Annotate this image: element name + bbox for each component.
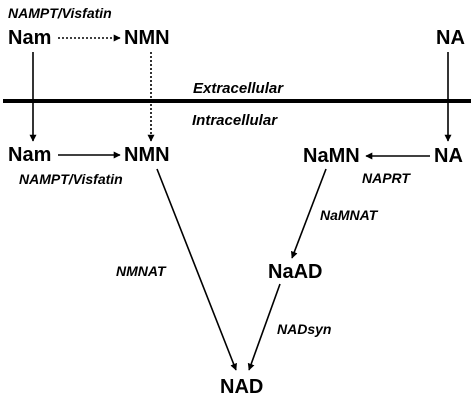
naad: NaAD <box>268 261 323 283</box>
nadsyn-label: NADsyn <box>277 321 332 337</box>
nampt-visfatin-extracellular-label: NAMPT/Visfatin <box>8 5 112 21</box>
arrow-nmn-to-nad <box>156 168 237 371</box>
arrow-naad-to-nad <box>247 283 281 371</box>
namnat-label: NaMNAT <box>320 207 378 223</box>
nampt-visfatin-intracellular-label: NAMPT/Visfatin <box>19 171 123 187</box>
extracellular-label: Extracellular <box>193 80 284 97</box>
na-extracellular: NA <box>436 27 465 49</box>
nam-intracellular: Nam <box>8 144 52 166</box>
na-intracellular: NA <box>434 145 463 167</box>
nam-extracellular: Nam <box>8 27 52 49</box>
nmn-extracellular: NMN <box>124 27 170 49</box>
arrow-namn-to-naad <box>290 168 327 259</box>
intracellular-label: Intracellular <box>192 112 278 129</box>
nmn-intracellular: NMN <box>124 144 170 166</box>
naprt-label: NAPRT <box>362 170 410 186</box>
namn: NaMN <box>303 145 360 167</box>
nad: NAD <box>220 376 264 398</box>
nmnat-label: NMNAT <box>116 263 166 279</box>
